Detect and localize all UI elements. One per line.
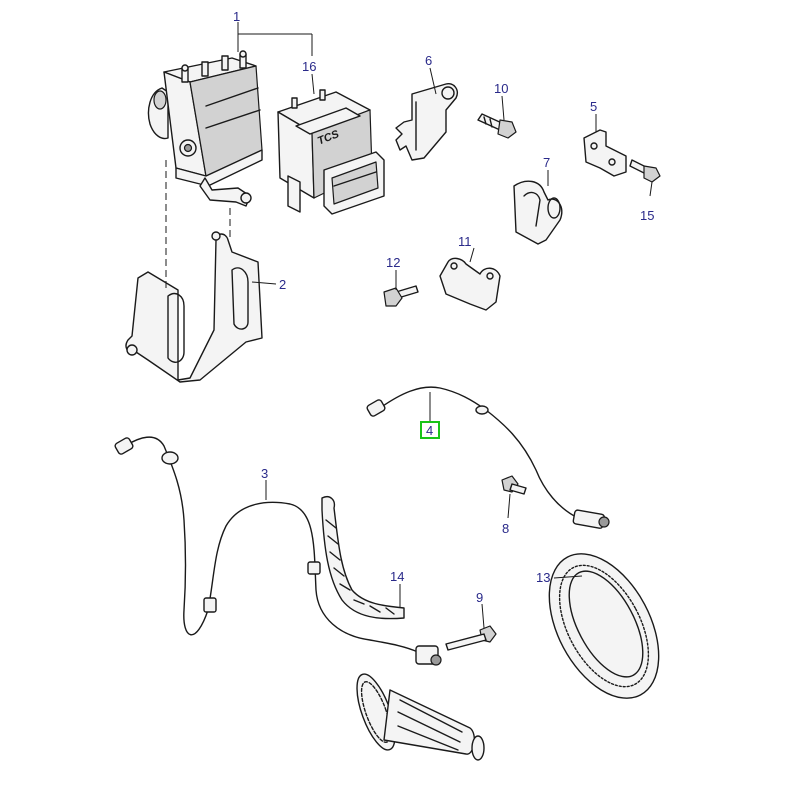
callout-2[interactable]: 2 <box>279 277 286 292</box>
callout-14[interactable]: 14 <box>390 569 404 584</box>
part-3-sensor-cable[interactable] <box>114 436 442 666</box>
callout-10[interactable]: 10 <box>494 81 508 96</box>
leader-lines <box>237 22 653 629</box>
callout-4-highlight <box>420 421 440 439</box>
callout-numbers: 1 2 3 4 5 6 7 8 9 10 11 12 13 14 15 16 <box>233 9 654 605</box>
assembly-lines <box>165 160 231 292</box>
callout-13[interactable]: 13 <box>536 570 550 585</box>
part-14-sleeve[interactable] <box>321 496 405 620</box>
part-5-plate[interactable] <box>583 129 627 177</box>
axle-shaft-with-gear <box>356 673 485 761</box>
part-6-bracket[interactable] <box>395 83 458 161</box>
part-12-bolt[interactable] <box>383 285 419 307</box>
part-10-bolt[interactable] <box>477 113 517 139</box>
callout-6[interactable]: 6 <box>425 53 432 68</box>
part-11-bracket[interactable] <box>439 257 501 311</box>
part-1-abs-unit[interactable] <box>147 50 263 207</box>
callout-16[interactable]: 16 <box>302 59 316 74</box>
part-15-bolt[interactable] <box>629 159 661 183</box>
part-16-tcs-module[interactable]: TCS <box>277 89 385 215</box>
part-7-clamp[interactable] <box>513 180 563 245</box>
callout-8[interactable]: 8 <box>502 521 509 536</box>
callout-7[interactable]: 7 <box>543 155 550 170</box>
callout-4[interactable]: 4 <box>426 423 433 438</box>
callout-15[interactable]: 15 <box>640 208 654 223</box>
callout-1[interactable]: 1 <box>233 9 240 24</box>
part-9-bolt[interactable] <box>445 625 497 651</box>
callout-3[interactable]: 3 <box>261 466 268 481</box>
part-4-sensor-harness[interactable] <box>366 386 610 529</box>
callout-9[interactable]: 9 <box>476 590 483 605</box>
part-2-bracket[interactable] <box>125 231 263 383</box>
callout-5[interactable]: 5 <box>590 99 597 114</box>
callout-12[interactable]: 12 <box>386 255 400 270</box>
callout-11[interactable]: 11 <box>458 234 472 249</box>
part-13-tone-ring[interactable] <box>527 536 681 717</box>
part-8-bolt[interactable] <box>501 475 527 495</box>
